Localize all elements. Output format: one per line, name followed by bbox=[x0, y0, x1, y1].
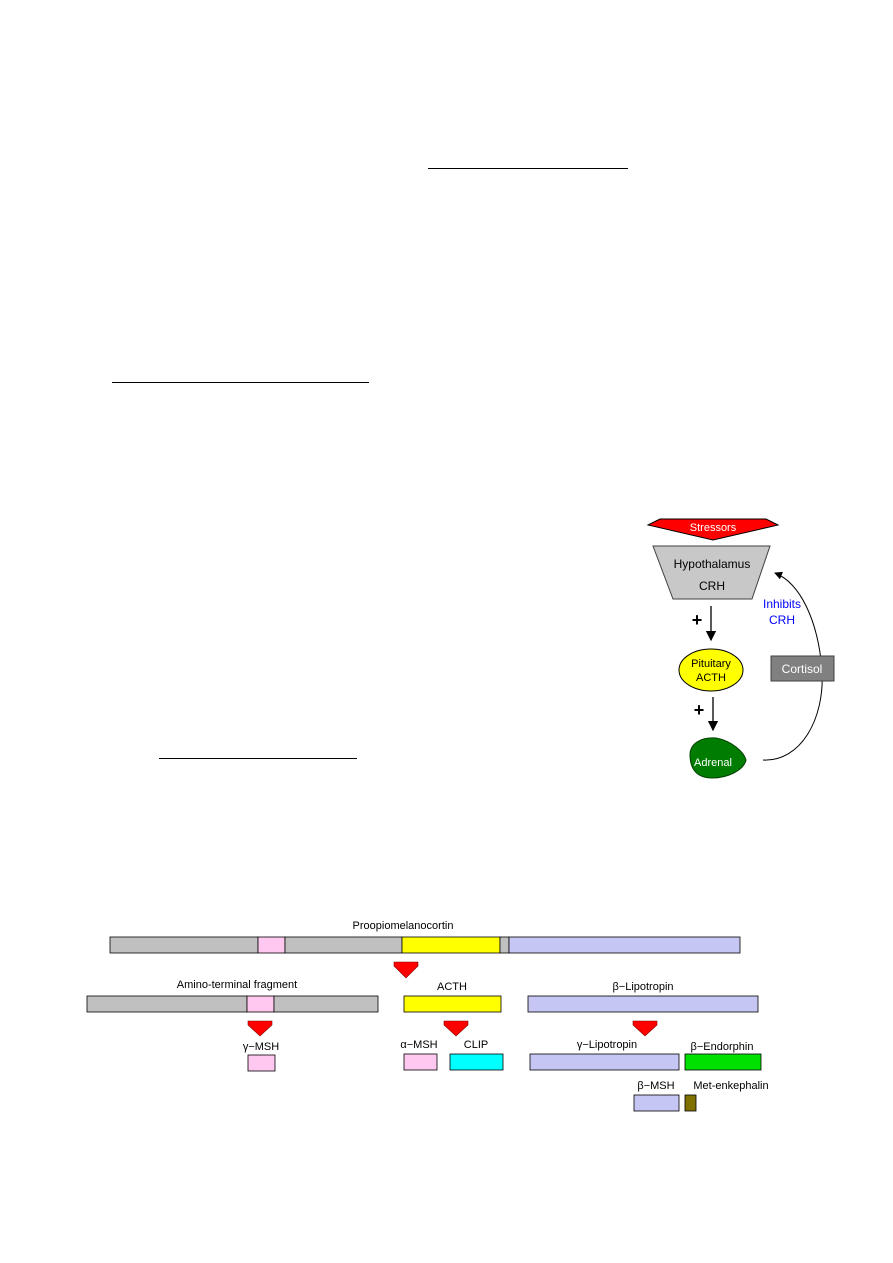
pomc-segment-yellow bbox=[401, 936, 501, 954]
hypothalamus-label: Hypothalamus bbox=[674, 557, 751, 571]
amino-terminal-fragment-bar-pink bbox=[246, 995, 275, 1013]
pomc-segment-lavender bbox=[508, 936, 741, 954]
cleavage-arrow-3 bbox=[443, 1020, 469, 1037]
pomc-title: Proopiomelanocortin bbox=[353, 920, 454, 932]
amino-terminal-fragment-label: Amino-terminal fragment bbox=[177, 979, 297, 991]
met-enkephalin-label: Met-enkephalin bbox=[693, 1080, 768, 1092]
pomc-segment-pink bbox=[257, 936, 286, 954]
inhibits-label: Inhibits bbox=[763, 597, 801, 611]
gamma-lipotropin-bar bbox=[529, 1053, 680, 1071]
heading-underline-3 bbox=[159, 758, 357, 759]
pomc-segment-gray-1 bbox=[109, 936, 259, 954]
pomc-bar bbox=[109, 936, 741, 954]
pituitary-shape bbox=[678, 648, 744, 692]
clip-bar bbox=[449, 1053, 504, 1071]
acth-label: ACTH bbox=[437, 981, 467, 993]
inhibits-crh-label: CRH bbox=[769, 613, 795, 627]
beta-endorphin-bar bbox=[684, 1053, 762, 1071]
cleavage-arrow-4 bbox=[632, 1020, 658, 1037]
adrenal-label: Adrenal bbox=[694, 757, 732, 769]
stressors-label: Stressors bbox=[690, 522, 737, 534]
cleavage-arrow-2 bbox=[247, 1020, 273, 1037]
heading-underline-2 bbox=[112, 382, 369, 383]
beta-endorphin-label: β−Endorphin bbox=[691, 1041, 754, 1053]
pituitary-acth-label: ACTH bbox=[696, 672, 726, 684]
amino-terminal-fragment-bar-left bbox=[86, 995, 248, 1013]
stimulates-sign-1: + bbox=[692, 610, 703, 630]
cleavage-arrow-1 bbox=[393, 961, 419, 979]
pituitary-label: Pituitary bbox=[691, 658, 731, 670]
pomc-segment-gray-2 bbox=[284, 936, 403, 954]
stressors-arrow bbox=[646, 518, 780, 541]
cortisol-box bbox=[770, 655, 835, 682]
gamma-msh-bar bbox=[247, 1054, 276, 1072]
cortisol-label: Cortisol bbox=[782, 662, 823, 676]
crh-label: CRH bbox=[699, 579, 725, 593]
beta-lipotropin-label: β−Lipotropin bbox=[612, 981, 673, 993]
beta-msh-label: β−MSH bbox=[637, 1080, 674, 1092]
clip-label: CLIP bbox=[464, 1039, 488, 1051]
acth-bar bbox=[403, 995, 502, 1013]
gamma-lipotropin-label: γ−Lipotropin bbox=[577, 1039, 637, 1051]
beta-msh-bar bbox=[633, 1094, 680, 1112]
gamma-msh-label: γ−MSH bbox=[243, 1041, 279, 1053]
alpha-msh-label: α−MSH bbox=[400, 1039, 437, 1051]
heading-underline-1 bbox=[428, 168, 628, 169]
adrenal-shape bbox=[689, 737, 747, 779]
stimulates-sign-2: + bbox=[694, 700, 705, 720]
hypothalamus-shape bbox=[652, 545, 771, 600]
amino-terminal-fragment-bar-right bbox=[273, 995, 379, 1013]
pomc-segment-gray-3 bbox=[499, 936, 510, 954]
alpha-msh-bar bbox=[403, 1053, 438, 1071]
met-enkephalin-bar bbox=[684, 1094, 697, 1112]
beta-lipotropin-bar bbox=[527, 995, 759, 1013]
